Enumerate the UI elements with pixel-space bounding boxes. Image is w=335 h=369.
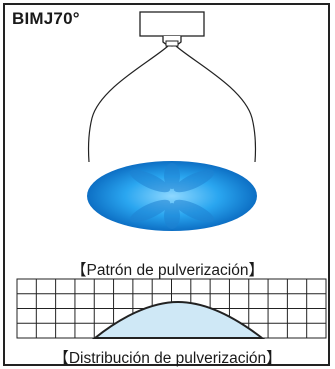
nozzle-header xyxy=(139,11,205,37)
distribution-curve xyxy=(92,300,265,339)
petal xyxy=(129,169,171,193)
petal xyxy=(173,169,215,193)
spray-pattern-ellipse xyxy=(87,161,257,231)
caption-spray-pattern: 【Patrón de pulverización】 xyxy=(71,262,264,279)
petal xyxy=(164,163,180,189)
caption-spray-distribution: 【Distribución de pulverización】 xyxy=(53,350,282,367)
petal xyxy=(164,203,180,229)
spray-cone-right xyxy=(175,45,257,163)
nozzle-tip xyxy=(165,40,179,47)
petal xyxy=(173,199,215,223)
model-title: BIMJ70° xyxy=(12,9,80,28)
spray-petal-pattern xyxy=(129,163,215,229)
petal xyxy=(129,199,171,223)
spray-cone-left xyxy=(87,45,169,163)
